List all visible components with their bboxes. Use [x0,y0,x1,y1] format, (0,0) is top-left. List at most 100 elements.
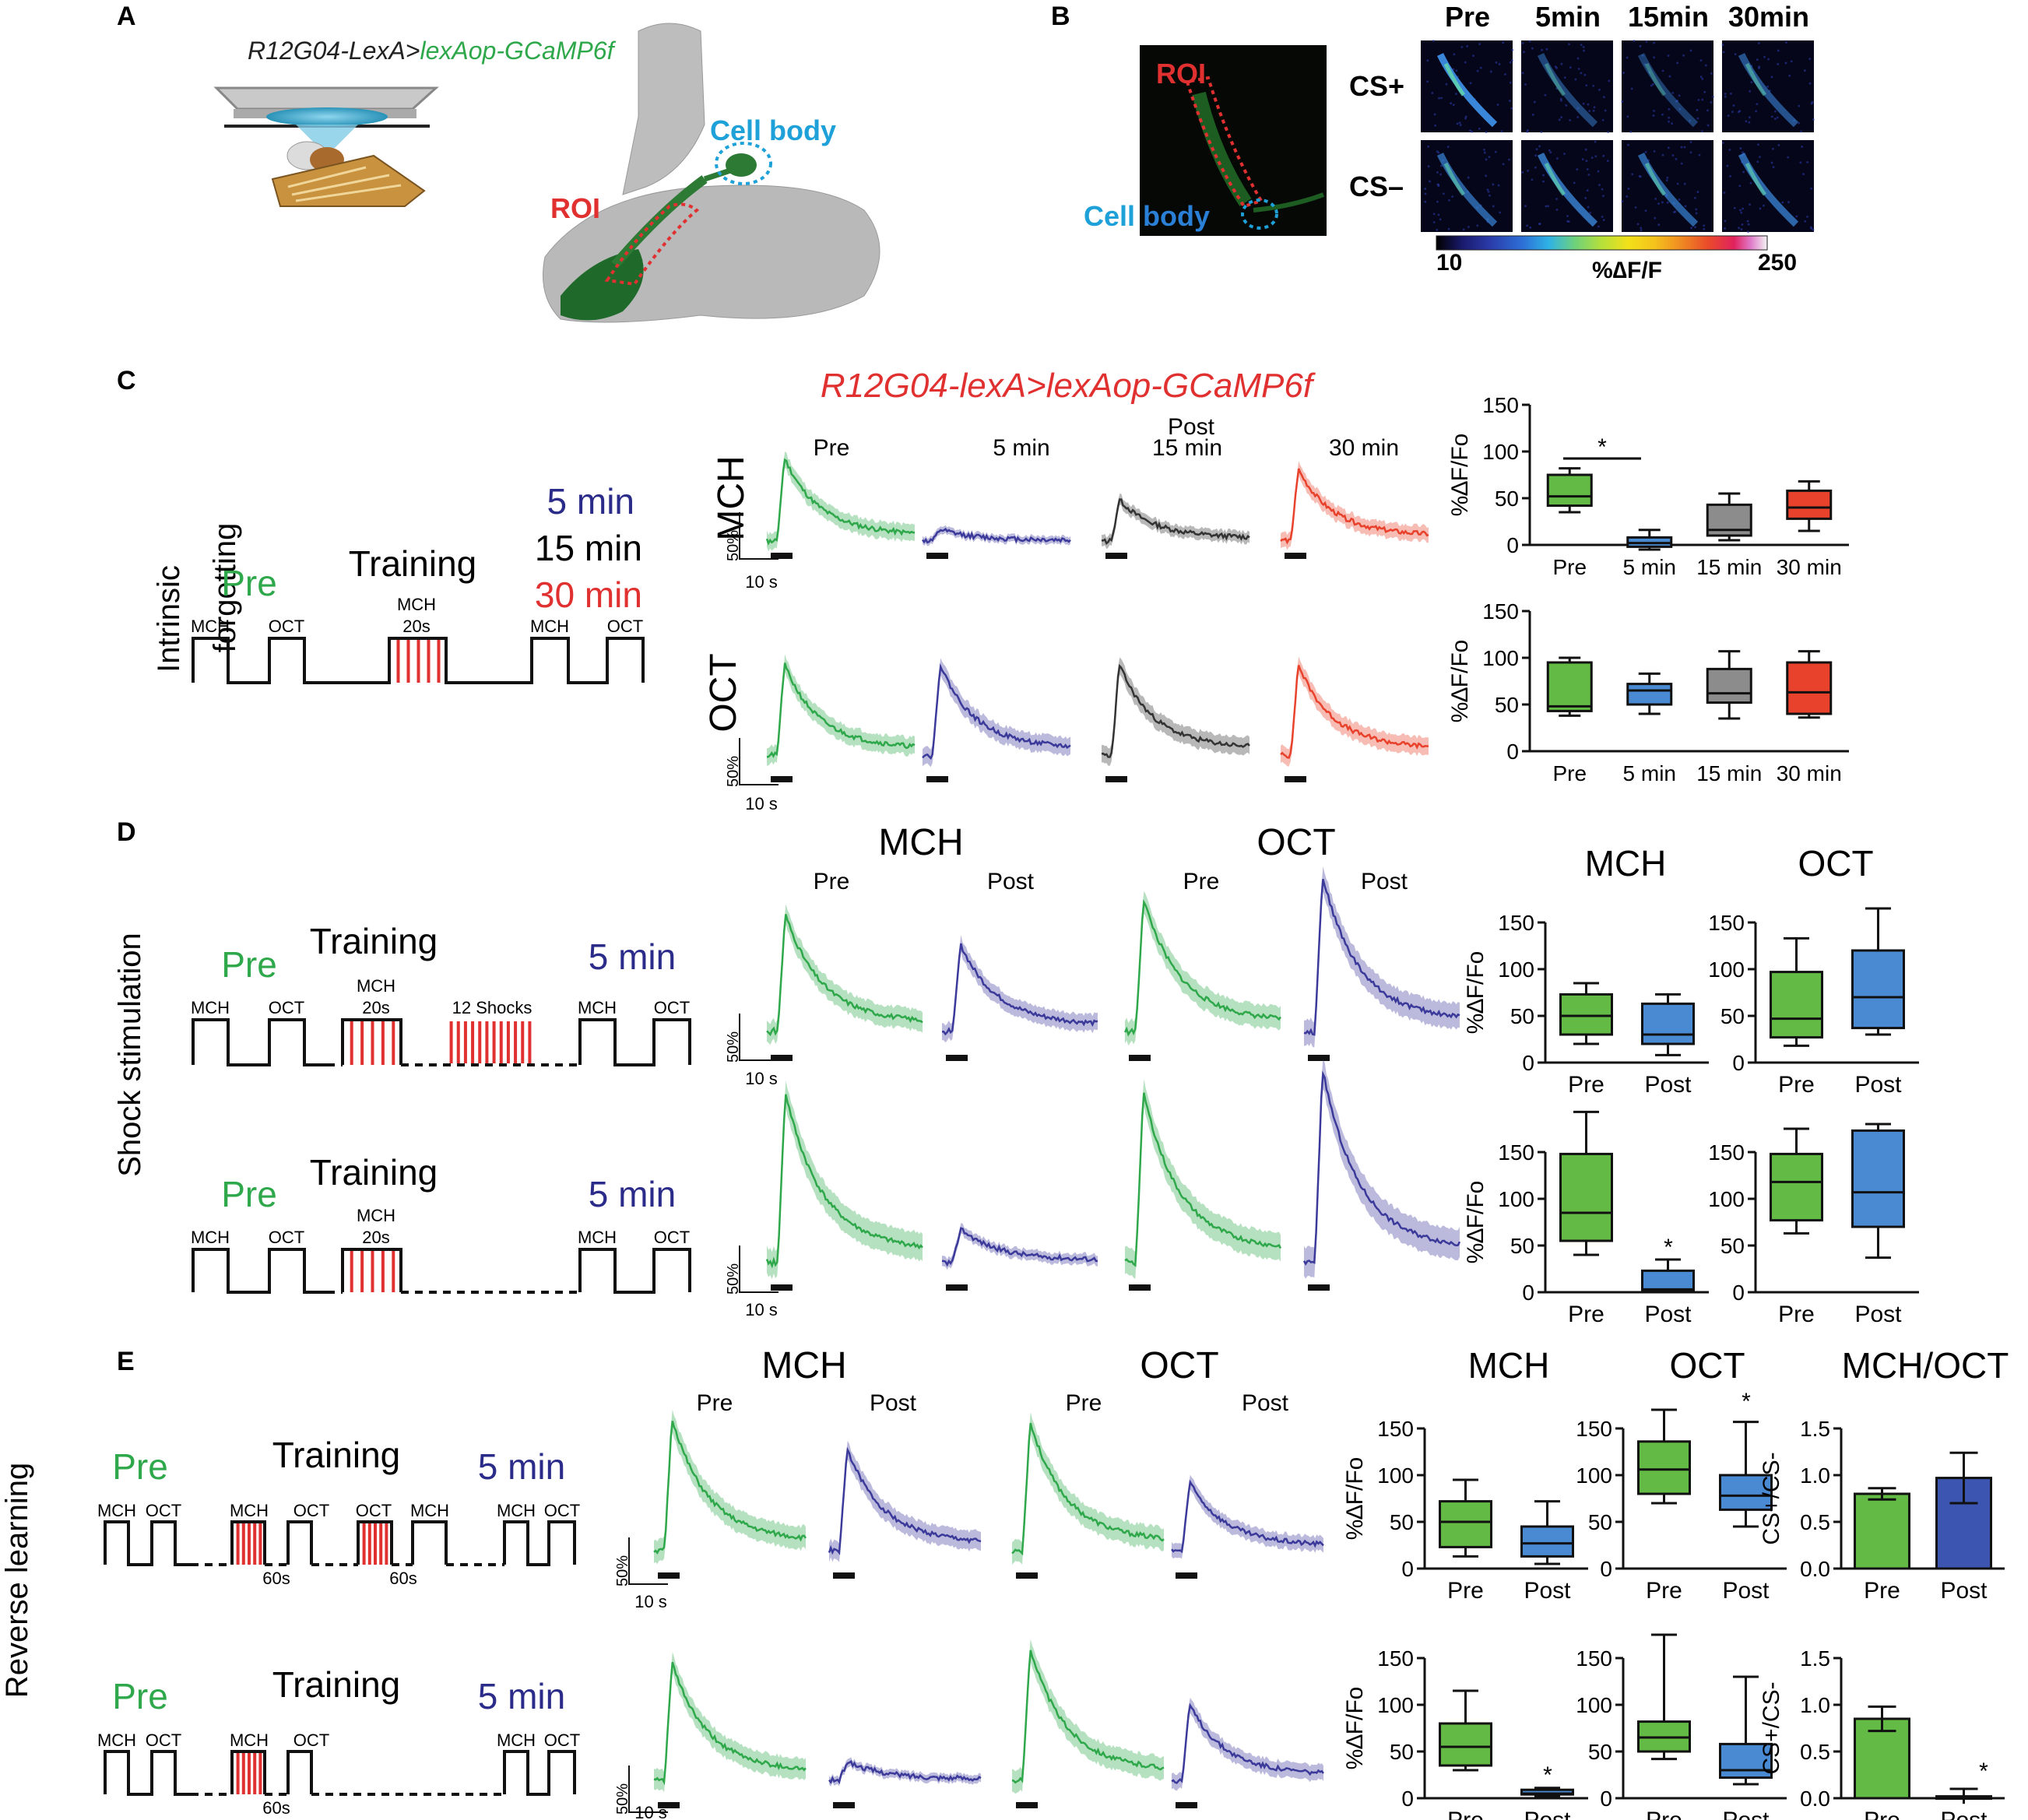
heatmap-noise [1583,74,1586,76]
row-label-csminus: CS– [1349,170,1404,202]
heatmap-noise [1669,76,1671,78]
scale-bar-x-label: 10 s [745,572,778,592]
heatmap-noise [1428,165,1430,167]
box-head-mch-e: MCH [1468,1345,1550,1386]
odor-label: OCT [654,998,690,1017]
heatmap-noise [1666,177,1668,179]
heatmap-noise [1626,57,1629,59]
heatmap-noise [1810,188,1812,190]
protocol-line [580,1020,690,1065]
heatmap-noise [1681,163,1683,165]
boxplots-e: 050100150%∆F/FoPrePost050100150PrePost*0… [1342,1389,2005,1820]
y-tick-label: 100 [1498,957,1534,982]
label-30min-c: 30 min [535,574,642,615]
heatmap-noise [1657,223,1660,226]
trace-label-pre-c: Pre [814,435,850,461]
heatmap-noise [1601,188,1604,191]
heatmap-noise [1738,111,1740,113]
trace-sem-band [829,1441,981,1562]
trace-label-15min-c: 15 min [1152,435,1222,461]
heatmap-noise [1556,209,1559,211]
heatmap-noise [1787,156,1789,159]
trace-sem-band [942,935,1098,1042]
y-tick-label: 0 [1522,1051,1534,1075]
y-tick-label: 0 [1522,1281,1534,1305]
heatmap-noise [1568,43,1570,45]
heatmap-noise [1502,41,1504,44]
odor-label: OCT [607,617,643,636]
protocol-line [288,1522,311,1565]
heatmap-noise [1745,120,1747,122]
heatmap-noise [1795,216,1798,218]
heatmap-noise [1580,72,1582,75]
heatmap-noise [1758,65,1760,68]
heatmap-noise [1510,61,1512,64]
heatmap-noise [1453,53,1455,55]
brain-mushroom-body-render [543,23,880,322]
heatmap-noise [1734,207,1736,209]
heatmap-noise [1577,58,1580,60]
heatmap-noise [1653,42,1655,44]
heatmap-noise [1767,58,1770,61]
duration-label: 20s [362,998,389,1017]
odor-bar [1176,1572,1197,1579]
heatmap-noise [1439,218,1442,220]
y-tick-label: 150 [1377,1417,1414,1441]
heatmap-noise [1509,100,1511,102]
odor-bar [946,1284,968,1291]
category-label: Pre [1568,1072,1604,1098]
heatmap-noise [1706,110,1709,112]
heatmap-noise [1456,69,1458,72]
heatmap-noise [1584,197,1587,199]
scale-bar-y-label: 50% [614,1555,631,1586]
label-training-e1: Training [272,1435,400,1475]
heatmap-noise [1531,179,1534,181]
heatmap-noise [1471,131,1473,133]
heatmap-noise [1585,149,1587,151]
heatmap-noise [1629,131,1632,133]
cell-body-label-a: Cell body [710,114,836,146]
category-label: Pre [1778,1302,1815,1327]
sig-star-c: * [1597,434,1607,460]
heatmap-noise [1527,129,1529,132]
heatmap-noise [1591,156,1594,159]
heatmap-noise [1798,105,1800,107]
col-label-30min: 30min [1728,1,1809,33]
odor-bar [1308,1055,1330,1061]
heatmap-noise [1654,217,1656,220]
trace-sem-band [1281,461,1429,550]
heatmap-noise [1542,181,1545,183]
odor-bar [1129,1284,1151,1291]
heatmap-noise [1730,93,1732,95]
heatmap-noise [1710,72,1713,75]
heatmap-noise [1529,227,1531,229]
odor-label: MCH [191,617,230,636]
heatmap-noise [1710,101,1712,104]
heatmap-noise [1771,76,1773,78]
sig-star: * [1742,1389,1751,1414]
y-tick-label: 150 [1498,911,1534,935]
odor-label: OCT [293,1730,329,1750]
heatmap-noise [1777,117,1779,119]
heatmap-noise [1799,161,1801,163]
box [1548,475,1591,506]
trace-sem-band [654,1652,806,1793]
heatmap-noise [1527,170,1529,172]
odor-bar [1285,776,1306,782]
category-label: 5 min [1623,555,1676,579]
heatmap-noise [1603,219,1605,221]
heatmap-noise [1594,141,1597,143]
heatmap-noise [1808,58,1811,60]
y-tick-label: 0.0 [1800,1557,1830,1581]
heatmap-noise [1593,110,1595,112]
trace-pre-oct-d: Pre [1183,869,1220,894]
heatmap-noise [1777,144,1780,146]
heatmap-noise [1631,88,1633,90]
heatmap-noise [1542,174,1545,177]
heatmap-noise [1681,146,1683,149]
trace-sem-band [1102,494,1249,549]
odor-bar [926,776,948,782]
heatmap-noise [1661,202,1664,204]
heatmap-noise [1758,42,1760,44]
trace-sem-band [942,1223,1098,1270]
